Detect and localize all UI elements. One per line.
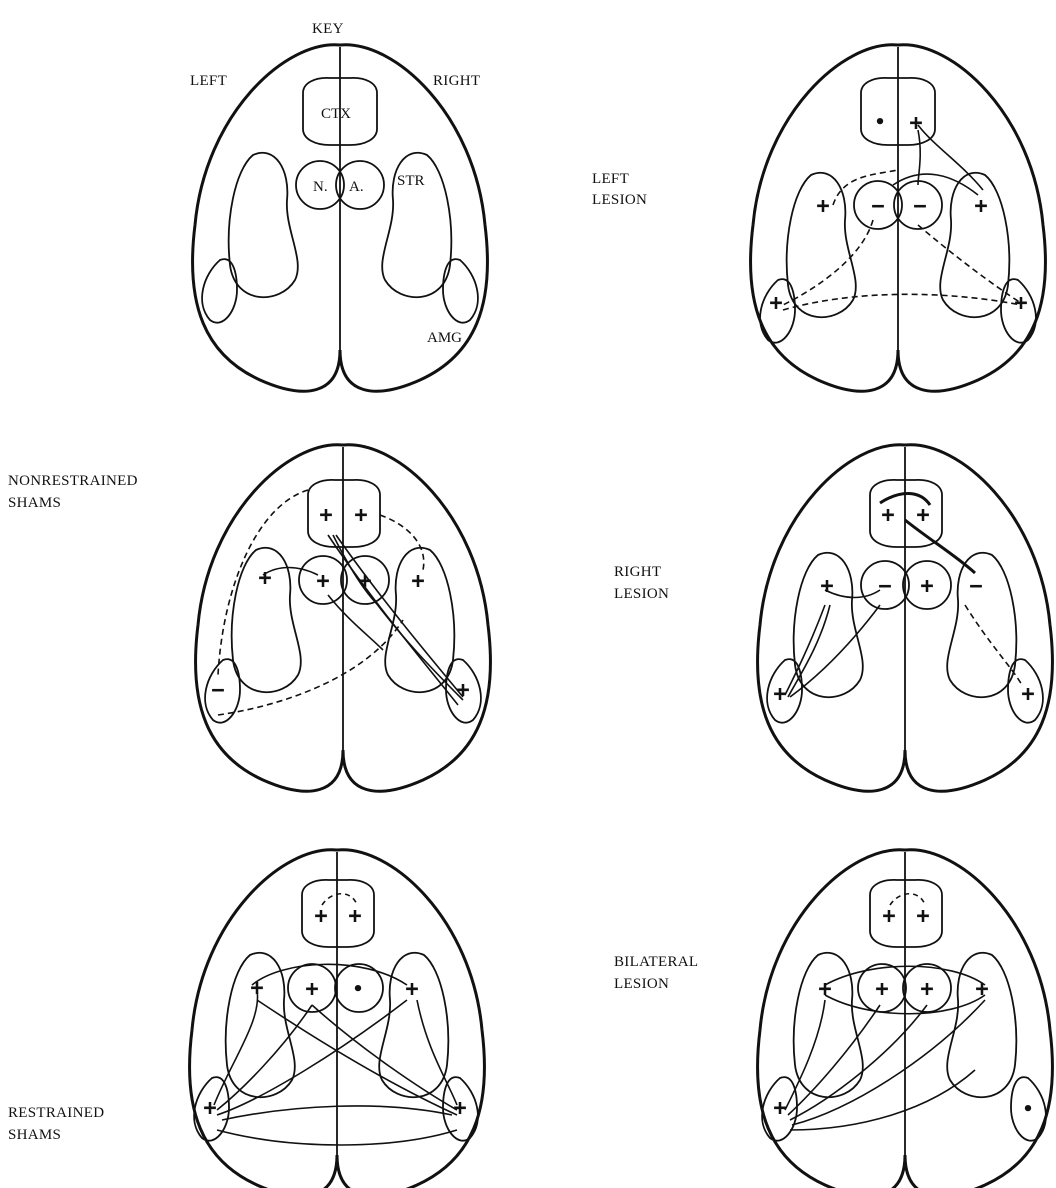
right-lesion-na-left-sign: − <box>878 574 891 599</box>
left-lesion-na-right-sign: − <box>913 194 926 219</box>
nonrestrained-shams-regions <box>205 447 481 750</box>
nonrestrained-shams-na-left-sign: + <box>316 569 329 594</box>
nonrestrained-shams-ctx-right-sign: + <box>354 503 367 528</box>
right-lesion-na-right-sign: + <box>920 574 933 599</box>
key-panel: KEY LEFT RIGHT CTX N. A. STR AMG <box>190 21 487 391</box>
bilateral-lesion-str-right-sign: + <box>975 977 988 1002</box>
right-lesion-str-right-sign: − <box>969 574 982 599</box>
nonrestrained-shams-str-left-sign: + <box>258 566 271 591</box>
restrained-shams-connections <box>214 894 457 1145</box>
left-lesion-panel: • + + − − + + + <box>751 45 1046 391</box>
bilateral-lesion-panel: + + + + + + + • <box>758 850 1053 1188</box>
nonrestrained-shams-ctx-left-sign: + <box>319 503 332 528</box>
restrained-shams-amg-right-sign: + <box>453 1096 466 1121</box>
bilateral-lesion-ctx-right-sign: + <box>916 904 929 929</box>
key-ctx-label: CTX <box>321 106 351 122</box>
restrained-shams-na-left-sign: + <box>305 977 318 1002</box>
key-amg-label: AMG <box>427 330 462 346</box>
restrained-shams-str-right-sign: + <box>405 977 418 1002</box>
bilateral-lesion-label-1: BILATERAL <box>614 954 698 970</box>
nonrestrained-shams-label-1: NONRESTRAINED <box>8 473 138 489</box>
left-lesion-ctx-right-sign: + <box>909 111 922 136</box>
right-lesion-str-left-sign: + <box>820 574 833 599</box>
right-lesion-label-2: LESION <box>614 586 669 602</box>
bilateral-lesion-amg-left-sign: + <box>773 1096 786 1121</box>
restrained-shams-ctx-left-sign: + <box>314 904 327 929</box>
right-lesion-amg-right-sign: + <box>1021 682 1034 707</box>
restrained-shams-label-1: RESTRAINED <box>8 1105 104 1121</box>
left-lesion-na-left-sign: − <box>871 194 884 219</box>
key-str-label: STR <box>397 173 425 189</box>
restrained-shams-panel: + + + + • + + + <box>190 850 485 1188</box>
key-na-right-label: A. <box>349 179 364 195</box>
bilateral-lesion-na-right-sign: + <box>920 977 933 1002</box>
nonrestrained-shams-amg-right-sign: + <box>456 678 469 703</box>
left-lesion-amg-right-sign: + <box>1014 291 1027 316</box>
key-right-label: RIGHT <box>433 73 480 89</box>
restrained-shams-amg-left-sign: + <box>203 1096 216 1121</box>
key-title: KEY <box>312 21 344 37</box>
right-lesion-ctx-right-sign: + <box>916 503 929 528</box>
key-regions <box>202 47 478 350</box>
right-lesion-amg-left-sign: + <box>773 682 786 707</box>
restrained-shams-na-right-sign: • <box>352 979 364 1000</box>
left-lesion-label-2: LESION <box>592 192 647 208</box>
bilateral-lesion-str-left-sign: + <box>818 977 831 1002</box>
nonrestrained-shams-amg-left-sign: − <box>211 678 224 703</box>
nonrestrained-shams-panel: + + + + + + − + <box>196 445 491 791</box>
bilateral-lesion-na-left-sign: + <box>875 977 888 1002</box>
right-lesion-ctx-left-sign: + <box>881 503 894 528</box>
restrained-shams-regions <box>194 852 478 1155</box>
nonrestrained-shams-na-right-sign: + <box>358 569 371 594</box>
nonrestrained-shams-connections <box>218 490 463 715</box>
left-lesion-label-1: LEFT <box>592 171 629 187</box>
bilateral-lesion-amg-right-sign: • <box>1022 1099 1034 1120</box>
bilateral-lesion-label-2: LESION <box>614 976 669 992</box>
right-lesion-panel: + + + − + − + + <box>758 445 1053 791</box>
bilateral-lesion-regions <box>762 852 1046 1155</box>
left-lesion-amg-left-sign: + <box>769 291 782 316</box>
key-na-left-label: N. <box>313 179 328 195</box>
left-lesion-str-right-sign: + <box>974 194 987 219</box>
left-lesion-ctx-left-sign: • <box>874 112 886 133</box>
nonrestrained-shams-label-2: SHAMS <box>8 495 61 511</box>
left-lesion-str-left-sign: + <box>816 194 829 219</box>
right-lesion-label-1: RIGHT <box>614 564 661 580</box>
bilateral-lesion-ctx-left-sign: + <box>882 904 895 929</box>
key-left-label: LEFT <box>190 73 227 89</box>
restrained-shams-str-left-sign: + <box>250 976 263 1001</box>
nonrestrained-shams-str-right-sign: + <box>411 569 424 594</box>
restrained-shams-ctx-right-sign: + <box>348 904 361 929</box>
left-lesion-regions <box>760 47 1036 350</box>
restrained-shams-label-2: SHAMS <box>8 1127 61 1143</box>
